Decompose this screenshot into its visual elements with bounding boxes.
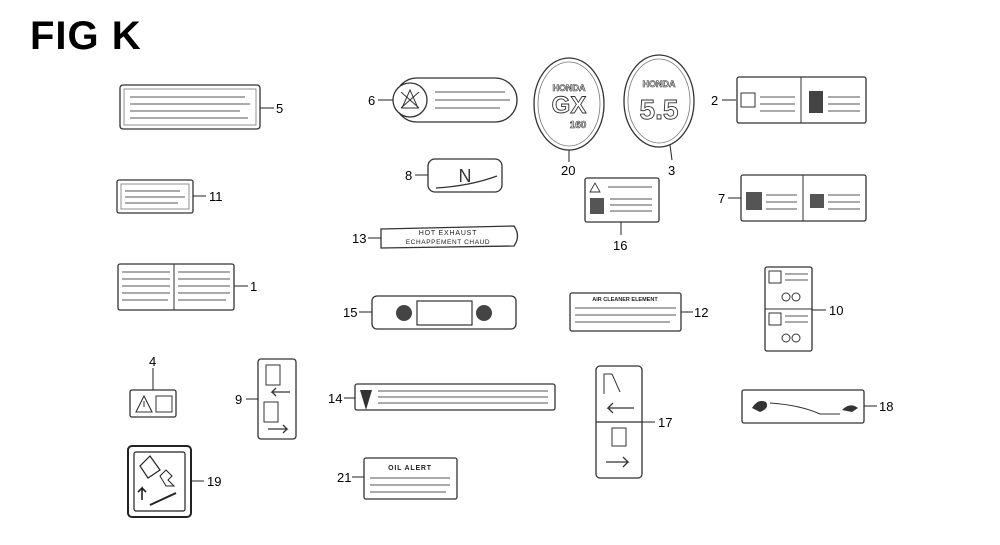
callout-19: 19 xyxy=(207,474,221,489)
throttle-symbol: N xyxy=(459,166,472,186)
decal-18[interactable] xyxy=(741,389,877,424)
callout-14: 14 xyxy=(328,391,342,406)
decal-2[interactable] xyxy=(722,76,867,124)
callout-7: 7 xyxy=(718,191,725,206)
exhaust-text-2: ECHAPPEMENT CHAUD xyxy=(406,239,490,246)
decal-13-hot-exhaust[interactable]: HOT EXHAUST ECHAPPEMENT CHAUD xyxy=(368,225,519,249)
emblem-5-5[interactable]: HONDA 5.5 xyxy=(623,54,695,161)
figure-title: FIG K xyxy=(30,14,142,58)
callout-15: 15 xyxy=(343,305,357,320)
decal-8[interactable]: N xyxy=(415,158,503,193)
exhaust-text-1: HOT EXHAUST xyxy=(419,230,477,237)
callout-8: 8 xyxy=(405,168,412,183)
oil-alert-text: OIL ALERT xyxy=(388,465,432,472)
callout-6: 6 xyxy=(368,93,375,108)
callout-18: 18 xyxy=(879,399,893,414)
decal-15[interactable] xyxy=(359,295,517,330)
callout-16: 16 xyxy=(613,238,627,253)
decal-12-air-cleaner[interactable]: AIR CLEANER ELEMENT xyxy=(569,292,693,332)
decal-17[interactable] xyxy=(595,365,655,479)
decal-19[interactable] xyxy=(127,445,204,518)
emblem-gx-size: 160 xyxy=(570,120,587,131)
decal-16[interactable] xyxy=(584,177,660,235)
emblem-gx-160[interactable]: HONDA GX 160 xyxy=(533,57,605,162)
decal-1[interactable] xyxy=(117,263,248,311)
decal-7[interactable] xyxy=(728,174,867,222)
decal-21-oil-alert[interactable]: OIL ALERT xyxy=(352,457,458,500)
callout-4: 4 xyxy=(149,354,156,369)
emblem-gx-model: GX xyxy=(552,92,587,119)
callout-12: 12 xyxy=(694,305,708,320)
callout-10: 10 xyxy=(829,303,843,318)
callout-21: 21 xyxy=(337,470,351,485)
decal-5[interactable] xyxy=(119,84,274,130)
decal-4[interactable] xyxy=(129,368,177,418)
callout-20: 20 xyxy=(561,163,575,178)
emblem-gx-brand: HONDA xyxy=(553,83,586,93)
callout-17: 17 xyxy=(658,415,672,430)
emblem-55-brand: HONDA xyxy=(643,79,676,89)
callout-9: 9 xyxy=(235,392,242,407)
air-cleaner-text: AIR CLEANER ELEMENT xyxy=(592,297,658,303)
decal-9[interactable] xyxy=(246,358,297,440)
callout-5: 5 xyxy=(276,101,283,116)
callout-13: 13 xyxy=(352,231,366,246)
emblem-55-value: 5.5 xyxy=(640,94,679,125)
callout-11: 11 xyxy=(209,189,223,204)
callout-3: 3 xyxy=(668,163,675,178)
decal-14[interactable] xyxy=(344,383,556,411)
decal-11[interactable] xyxy=(116,179,206,214)
callout-2: 2 xyxy=(711,93,718,108)
decal-6[interactable] xyxy=(378,77,518,123)
callout-1: 1 xyxy=(250,279,257,294)
decal-10[interactable] xyxy=(764,266,826,352)
